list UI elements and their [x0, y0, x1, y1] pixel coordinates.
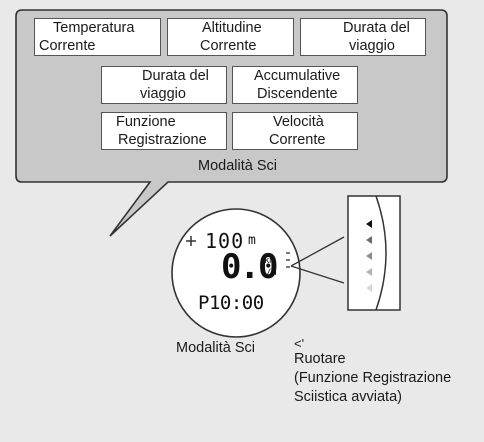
time-display: P10:00 [198, 292, 264, 314]
altitude-value: 100 [205, 229, 245, 253]
crown-note-line-3: Sciistica avviata) [294, 389, 402, 405]
cell-funzione-registrazione: Funzione Registrazione [101, 112, 227, 150]
speed-unit-bottom: /h [266, 268, 277, 278]
crown-note-line-1: Ruotare [294, 351, 346, 367]
crown-rotate-arrow: <' [294, 336, 305, 351]
cell-line-1: Durata del [142, 68, 209, 84]
watch-mode-caption: Modalità Sci [176, 340, 255, 356]
cell-line-2: Corrente [200, 38, 257, 54]
cell-line-1: Funzione [116, 114, 176, 130]
panel-mode-label: Modalità Sci [198, 158, 277, 174]
crown-arrow-icon-2 [366, 236, 372, 244]
altitude-unit: m [248, 233, 256, 248]
indicator-ticks [286, 252, 290, 268]
crown-arc [375, 195, 387, 311]
cell-accumulative-discendente: Accumulative Discendente [232, 66, 358, 104]
speed-unit-top: km [264, 256, 275, 266]
cell-line-2: Discendente [257, 86, 338, 102]
crown-arrow-icon-1 [366, 220, 372, 228]
cell-altitudine-corrente: Altitudine Corrente [167, 18, 294, 56]
watch-face [171, 208, 301, 338]
crown-note-line-2: (Funzione Registrazione [294, 370, 452, 386]
crown-arrow-icon-5 [366, 284, 372, 292]
cell-line-1: Velocità [273, 114, 324, 130]
cell-temperatura-corrente: Temperatura Corrente [34, 18, 161, 56]
mountain-icon [186, 236, 196, 246]
crown-arrow-icon-3 [366, 252, 372, 260]
cell-velocita-corrente: Velocità Corrente [232, 112, 358, 150]
pointer-line-1 [290, 236, 345, 267]
cell-line-1: Temperatura [53, 20, 135, 36]
cell-line-2: viaggio [140, 86, 186, 102]
pointer-line-2 [290, 265, 345, 284]
cell-durata-del-viaggio-1: Durata del viaggio [300, 18, 426, 56]
cell-line-2: Registrazione [118, 132, 207, 148]
cell-durata-del-viaggio-2: Durata del viaggio [101, 66, 227, 104]
cell-line-2: Corrente [269, 132, 326, 148]
speed-value: 0.0 [221, 247, 278, 287]
cell-line-1: Altitudine [202, 20, 262, 36]
cell-line-1: Accumulative [254, 68, 341, 84]
cell-line-2: Corrente [39, 38, 96, 54]
crown-box [347, 195, 401, 311]
crown-arrow-icon-4 [366, 268, 372, 276]
cell-line-2: viaggio [349, 38, 395, 54]
cell-line-1: Durata del [343, 20, 410, 36]
